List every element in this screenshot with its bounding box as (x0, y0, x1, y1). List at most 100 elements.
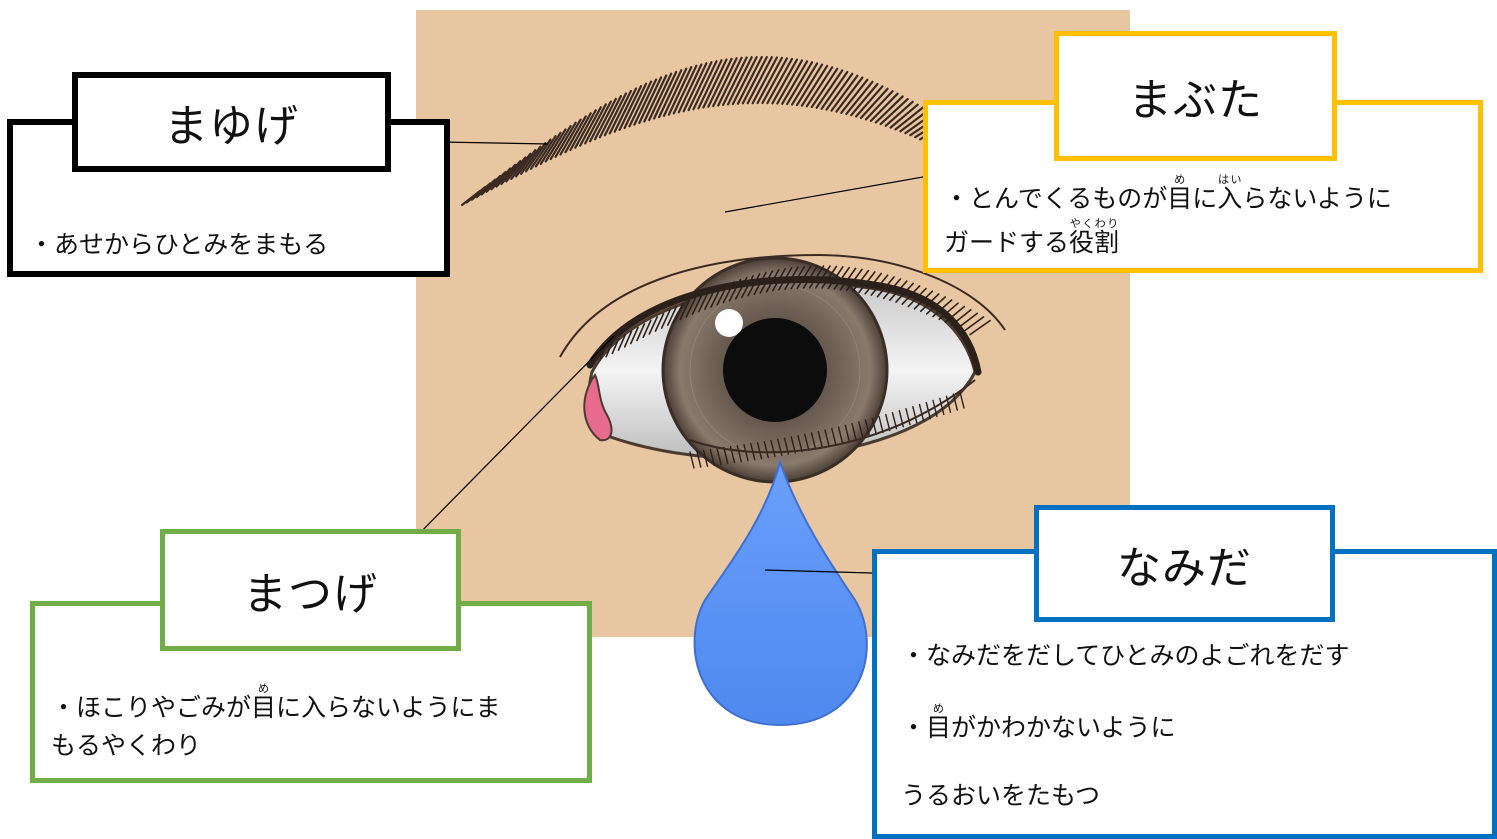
eyebrow-hair (687, 61, 713, 112)
eyelash-description-line2: もるやくわり (51, 731, 202, 760)
eyebrow-hair (490, 167, 512, 191)
upper-lash (913, 290, 934, 310)
lower-lash (810, 432, 817, 450)
upper-lash (666, 305, 678, 327)
eyebrow-hair (810, 67, 839, 109)
lower-lash (763, 440, 769, 459)
ruby-hai: はい (1217, 173, 1243, 186)
upper-lash (685, 296, 697, 318)
eyebrow-hair (859, 87, 889, 120)
lower-lash (952, 393, 958, 411)
eyebrow-hair (805, 66, 834, 108)
lower-lash (743, 444, 749, 462)
eyebrow-hair (598, 94, 623, 139)
upper-lash (642, 319, 652, 339)
ruby-me: め (926, 702, 952, 715)
lower-lash (824, 429, 830, 447)
eyebrow-hair (480, 174, 502, 196)
eyebrow-hair (884, 100, 914, 127)
eyebrow-hair (544, 128, 567, 163)
eyelid-crease (559, 253, 1006, 358)
eyebrow-hair (850, 82, 879, 117)
tears-description-line2: ・目めがかわかないように (901, 702, 1176, 743)
upper-lash (629, 326, 639, 345)
upper-lash (623, 330, 633, 348)
ruby-eye: 目め (251, 682, 277, 722)
eyebrow-hair (854, 85, 884, 118)
eyebrow-hair (692, 60, 718, 111)
upper-lash (962, 316, 985, 333)
upper-lash (876, 276, 895, 298)
eyebrow-hair (721, 56, 748, 107)
upper-lash (599, 345, 607, 361)
eyebrow-hair (795, 63, 824, 107)
eyebrow-hair (736, 55, 763, 105)
eyelid-description-line1: ・とんでくるものが目めに入はいらないように (944, 173, 1392, 214)
upper-lash (611, 337, 620, 355)
upper-lash (827, 266, 844, 290)
upper-lash (771, 267, 787, 292)
upper-lash (950, 309, 972, 327)
upper-lash (691, 293, 703, 316)
eyebrow-hair (534, 135, 557, 168)
eyebrow-hair (519, 145, 542, 175)
lower-lash (864, 419, 871, 437)
pupil (723, 318, 827, 422)
lower-lash (939, 397, 945, 416)
upper-lash (660, 309, 671, 329)
eyebrow-hair (633, 78, 658, 126)
eyebrow-hair (662, 67, 688, 117)
upper-lash (636, 323, 646, 342)
eyebrow-hair (776, 59, 804, 105)
eyebrow-hair (652, 70, 678, 120)
eyebrow-hair (820, 70, 849, 110)
eyebrow-hair (756, 56, 784, 105)
kanji-eye: 目 (251, 693, 277, 722)
tears-description-line1: ・なみだをだしてひとみのよごれをだす (901, 641, 1350, 670)
kanji-eye: 目 (1167, 184, 1193, 213)
upper-lash (858, 271, 876, 294)
upper-lash (617, 334, 627, 351)
upper-lash (919, 293, 940, 313)
eyebrow-hair (894, 106, 924, 131)
ruby-yakuwari: やくわり (1069, 217, 1120, 230)
upper-lash (673, 302, 684, 324)
lower-lash (878, 415, 884, 434)
lower-lash (689, 451, 695, 469)
lower-lash (716, 447, 722, 466)
eyebrow-hair (510, 152, 532, 180)
eyeball (583, 256, 982, 484)
eyebrow-hair (746, 56, 773, 105)
eyebrow-hair (697, 59, 723, 110)
lower-lash (912, 406, 918, 424)
upper-lash (753, 271, 767, 296)
upper-lash (728, 278, 742, 302)
upper-lash (870, 274, 889, 296)
eyebrow-description: ・あせからひとみをまもる (29, 230, 329, 259)
eyebrow-hair (485, 171, 507, 193)
eyebrow-hair (549, 124, 572, 161)
upper-lash (654, 312, 665, 332)
upper-lash (895, 282, 915, 303)
eyelid-text-4: ガードする (944, 228, 1070, 257)
upper-lash (901, 285, 921, 306)
upper-lash (888, 280, 908, 302)
eyebrow-hair (707, 57, 733, 108)
ruby-eye: 目め (1167, 173, 1193, 213)
eyebrow-hair (628, 80, 653, 128)
eyelid-description-line2: ガードする役割やくわり (944, 217, 1119, 258)
eyebrow-hair (500, 160, 522, 186)
eyelash-text-2: に入らないようにま (276, 693, 501, 722)
eyebrow-hair (657, 69, 683, 119)
eyebrow-hair (790, 62, 819, 106)
eyebrow-hair (800, 64, 829, 107)
eyebrow-hair (638, 76, 663, 125)
lower-lash (858, 421, 864, 439)
ruby-eye: 目め (926, 702, 951, 742)
tears-title: なみだ (1034, 505, 1335, 622)
eyelid-title: まぶた (1054, 31, 1337, 161)
eyebrow-hair (539, 131, 562, 165)
eyebrow-hair (574, 109, 597, 149)
eyebrow-hair (731, 55, 758, 106)
upper-lash (747, 273, 761, 297)
